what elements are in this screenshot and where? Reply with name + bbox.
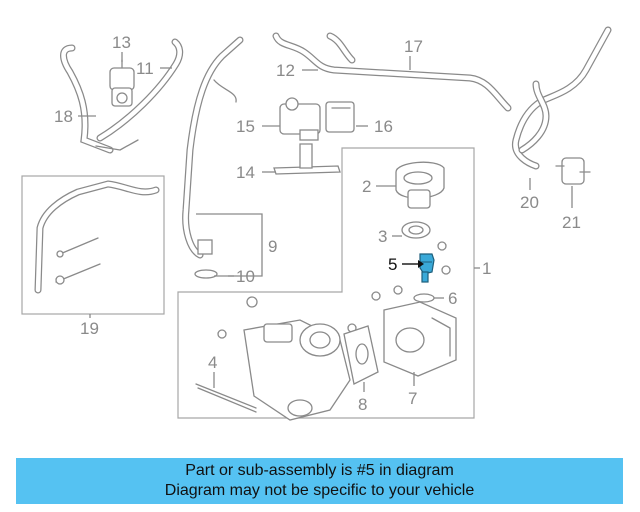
callout-21: 21 <box>562 213 581 232</box>
callout-9: 9 <box>268 237 277 256</box>
valve-15 <box>279 97 321 141</box>
valve-13 <box>109 59 135 107</box>
callout-7: 7 <box>408 389 417 408</box>
cooler-assembly <box>243 319 351 421</box>
hose-19 <box>34 180 160 294</box>
callout-4: 4 <box>208 353 217 372</box>
hose-9 <box>194 239 218 279</box>
leader-lines <box>78 52 573 392</box>
callout-13: 13 <box>112 33 131 52</box>
info-banner: Part or sub-assembly is #5 in diagram Di… <box>16 458 623 504</box>
hose-assembly-18 <box>60 44 139 154</box>
callout-16: 16 <box>374 117 393 136</box>
housing-7 <box>383 301 457 377</box>
egr-valve-2 <box>395 161 445 209</box>
callout-20: 20 <box>520 193 539 212</box>
hose-20 <box>511 26 612 170</box>
callout-19: 19 <box>80 319 99 338</box>
callout-18: 18 <box>54 107 73 126</box>
banner-line-1: Part or sub-assembly is #5 in diagram <box>185 462 454 479</box>
callout-6: 6 <box>448 289 457 308</box>
sensor-5-highlighted[interactable] <box>419 253 435 283</box>
callout-3: 3 <box>378 227 387 246</box>
callout-5: 5 <box>388 255 397 274</box>
callout-15: 15 <box>236 117 255 136</box>
callout-labels: 13 11 18 12 17 15 16 14 2 3 5 1 6 9 10 1… <box>54 33 581 414</box>
box-1 <box>177 147 475 419</box>
seal-6 <box>413 293 435 303</box>
hose-11 <box>96 36 244 259</box>
callout-17: 17 <box>404 37 423 56</box>
bracket-16 <box>325 101 355 133</box>
bracket-8 <box>343 325 379 385</box>
callout-11: 11 <box>136 59 154 78</box>
callout-14: 14 <box>236 163 255 182</box>
callout-12: 12 <box>276 61 295 80</box>
hose-17 <box>272 32 512 112</box>
callout-2: 2 <box>362 177 371 196</box>
bracket-14 <box>273 143 341 175</box>
parts-diagram: 13 11 18 12 17 15 16 14 2 3 5 1 6 9 10 1… <box>21 26 612 421</box>
banner-line-2: Diagram may not be specific to your vehi… <box>164 482 475 499</box>
bolt-4 <box>195 383 257 413</box>
gasket-3 <box>401 221 447 251</box>
sensor-21 <box>555 157 591 185</box>
box-19 <box>21 175 165 315</box>
callout-10: 10 <box>236 267 255 286</box>
callout-1: 1 <box>482 259 491 278</box>
callout-8: 8 <box>358 395 367 414</box>
